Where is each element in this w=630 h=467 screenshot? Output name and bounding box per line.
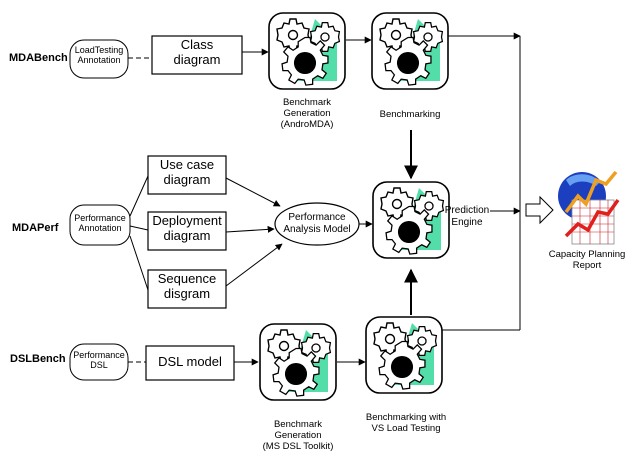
deployment-diagram-node	[147, 211, 227, 251]
bgt-line2: Generation	[283, 107, 331, 119]
use-case-line1: Use case	[159, 157, 215, 172]
benchmark-generation-top-caption: Benchmark Generation (AndroMDA)	[262, 97, 352, 131]
branch-line	[129, 225, 149, 231]
prediction-line1: Prediction	[444, 205, 490, 216]
benchmarking-bottom-caption: Benchmarking with VS Load Testing	[358, 412, 454, 435]
gears-icon	[373, 182, 449, 258]
row-label-dslbench: DSLBench	[10, 353, 66, 365]
deployment-line2: diagram	[163, 227, 211, 243]
bgb-line2: Generation	[274, 429, 322, 441]
sequence-line1: Sequence	[157, 271, 217, 286]
loadtesting-annotation-line2: Annotation	[77, 55, 121, 66]
performance-annotation-node	[69, 204, 131, 246]
class-diagram-label: Class diagram	[152, 37, 242, 68]
use-case-line2: diagram	[163, 171, 211, 187]
arrow-seq-to-model	[225, 243, 283, 287]
dsl-model-node	[145, 345, 235, 381]
block-arrow	[525, 195, 554, 225]
loadtesting-annotation-node	[69, 39, 129, 79]
cpr-line2: Report	[572, 259, 602, 271]
performance-dsl-label: Performance DSL	[70, 350, 128, 371]
use-case-diagram-node	[147, 155, 227, 195]
deployment-line1: Deployment	[152, 213, 222, 228]
branch-line	[129, 235, 149, 291]
sequence-line2: disgram	[163, 285, 211, 301]
capacity-report-icon	[558, 170, 620, 245]
pam-line1: Performance	[288, 212, 346, 223]
class-diagram-node	[151, 35, 243, 75]
arrow-deploy-to-model	[225, 225, 275, 233]
use-case-diagram-label: Use case diagram	[148, 157, 226, 188]
arrow-usecase-to-model	[225, 177, 281, 207]
bgb-line1: Benchmark	[273, 419, 323, 430]
loadtesting-annotation-line1: LoadTesting	[74, 45, 124, 55]
row-label-mdabench: MDABench	[9, 52, 68, 64]
capacity-planning-report-caption: Capacity Planning Report	[544, 249, 630, 272]
sequence-diagram-label: Sequence disgram	[148, 271, 226, 302]
sequence-diagram-node	[147, 269, 227, 309]
bgt-line1: Benchmark	[282, 97, 332, 108]
bgb-line3: (MS DSL Toolkit)	[262, 440, 334, 452]
gears-icon	[366, 317, 442, 393]
prediction-engine-caption: Prediction Engine	[441, 205, 493, 228]
performance-analysis-model-label: Performance Analysis Model	[275, 212, 359, 235]
performance-annotation-label: Performance Annotation	[70, 213, 130, 234]
dsl-model-label: DSL model	[158, 354, 222, 369]
gears-icon	[260, 324, 336, 400]
class-diagram-line1: Class	[180, 37, 214, 52]
benchmarking-top-caption: Benchmarking	[379, 109, 441, 120]
bgt-line3: (AndroMDA)	[280, 118, 334, 130]
prediction-line2: Engine	[451, 216, 483, 228]
pam-line2: Analysis Model	[283, 223, 351, 235]
cpr-line1: Capacity Planning	[548, 249, 626, 260]
performance-dsl-line2: DSL	[90, 360, 108, 371]
class-diagram-line2: diagram	[173, 51, 221, 67]
loadtesting-annotation-label: LoadTesting Annotation	[70, 45, 128, 66]
performance-dsl-line1: Performance	[73, 350, 125, 360]
performance-annotation-line1: Performance	[74, 213, 126, 223]
bbc-line1: Benchmarking with	[365, 412, 447, 423]
gears-icon	[269, 13, 345, 89]
bbc-line2: VS Load Testing	[371, 422, 441, 434]
gears-icon	[372, 13, 448, 89]
benchmark-generation-bottom-caption: Benchmark Generation (MS DSL Toolkit)	[252, 419, 344, 453]
branch-line	[129, 175, 149, 217]
deployment-diagram-label: Deployment diagram	[148, 213, 226, 244]
row-label-mdaperf: MDAPerf	[12, 222, 59, 234]
performance-annotation-line2: Annotation	[78, 223, 122, 234]
